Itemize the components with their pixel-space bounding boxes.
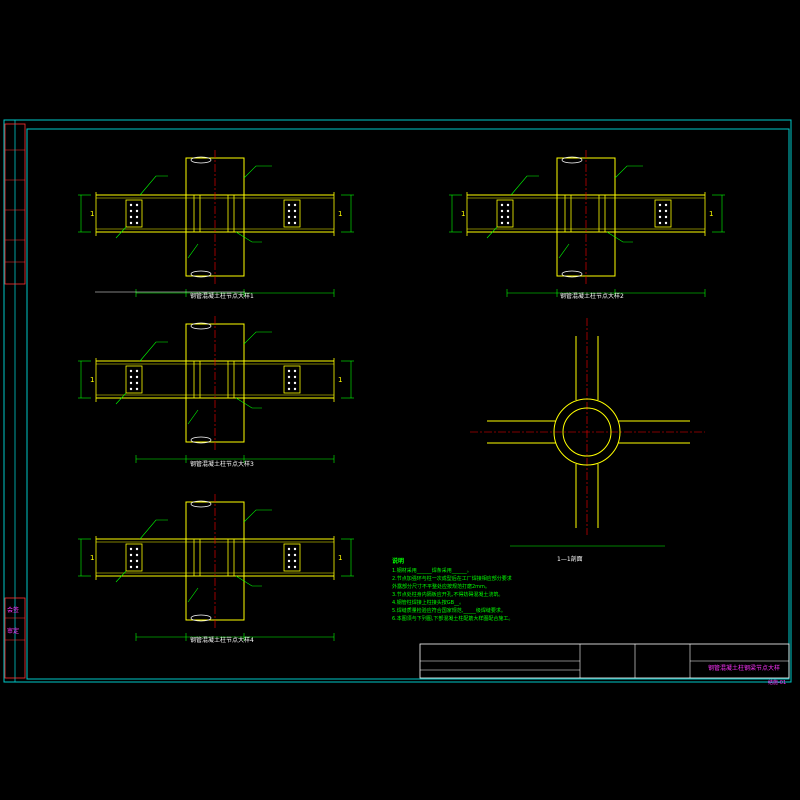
outer-frame <box>3 119 792 683</box>
title-block: 钢管混凝土柱钢梁节点大样 结施-01 <box>419 643 790 686</box>
detail-2: 钢管混凝土柱节点大样2 <box>448 149 726 300</box>
drawing-number: 结施-01 <box>768 679 786 686</box>
notes-item-4: 4.钢管柱焊接上柱接头按GB__。 <box>392 599 464 606</box>
detail-4-caption: 钢管混凝土柱节点大样4 <box>190 636 254 644</box>
left-strip-label-0: 会签 <box>7 606 19 614</box>
notes: 说明 1.钢材采用______焊条采用______。 2.节点加强环与柱一次成型… <box>392 557 513 622</box>
detail-2-caption: 钢管混凝土柱节点大样2 <box>560 292 624 300</box>
notes-item-3: 3.节点处柱身内隔板应开孔,不得妨碍混凝土浇筑。 <box>392 591 503 598</box>
section-plan: 1—1剖面 <box>470 318 705 563</box>
detail-1-caption: 钢管混凝土柱节点大样1 <box>190 292 254 300</box>
detail-1: 钢管混凝土柱节点大样1 <box>77 149 355 300</box>
drawing-title: 钢管混凝土柱钢梁节点大样 <box>708 664 780 672</box>
notes-item-0: 1.钢材采用______焊条采用______。 <box>392 567 472 574</box>
notes-item-5: 5.焊缝质量检验应符合国家规范,_____级焊缝要求。 <box>392 607 506 614</box>
inner-frame <box>26 128 790 680</box>
left-strip: 会签 审定 <box>4 120 26 682</box>
notes-item-2: 外露部分尺寸不平整处应按规范打磨2mm。 <box>392 583 490 590</box>
notes-heading: 说明 <box>392 557 404 565</box>
notes-item-6: 6.本图须与下列图,下部混凝土柱配筋大样图配合施工。 <box>392 615 513 622</box>
left-strip-label-1: 审定 <box>7 627 19 635</box>
section-label: 1—1剖面 <box>557 555 583 563</box>
notes-item-1: 2.节点加强环与柱一次成型后在工厂焊接相应部分要求 <box>392 575 512 582</box>
detail-4: 钢管混凝土柱节点大样4 <box>77 493 355 644</box>
detail-3-caption: 钢管混凝土柱节点大样3 <box>190 460 254 468</box>
detail-3: 钢管混凝土柱节点大样3 <box>77 315 355 468</box>
